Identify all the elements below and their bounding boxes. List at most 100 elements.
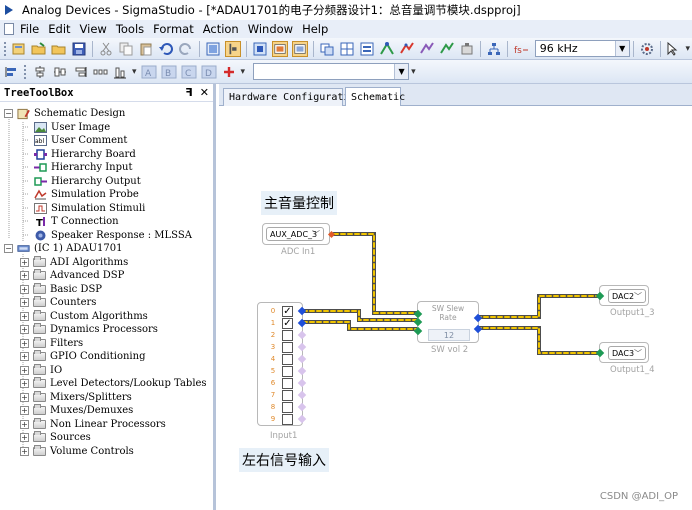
toolbar-overflow-icon[interactable]: ▾ [685, 43, 691, 54]
style-select[interactable]: ▼ [253, 63, 410, 80]
tree-category-muxes-demuxes[interactable]: + Muxes/Demuxes [20, 404, 133, 417]
tree-item-simulation-stimuli[interactable]: Simulation Stimuli [34, 202, 145, 215]
menu-edit[interactable]: Edit [48, 22, 71, 36]
tree-category-sources[interactable]: + Sources [20, 431, 91, 444]
channel-checkbox[interactable]: ✓ [282, 318, 293, 329]
expand-icon[interactable]: + [20, 366, 29, 375]
expand-icon[interactable]: + [20, 258, 29, 267]
collapse-icon[interactable]: − [4, 244, 13, 253]
copy-icon[interactable] [118, 41, 134, 57]
route-icon[interactable] [379, 41, 395, 57]
dac3-select[interactable]: DAC3 ﹀ [608, 346, 646, 360]
tree-category-non-linear-processors[interactable]: + Non Linear Processors [20, 418, 166, 431]
chevron-down-icon[interactable]: ﹀ [634, 349, 642, 358]
channel-checkbox[interactable] [282, 330, 293, 341]
channel-checkbox[interactable] [282, 378, 293, 389]
toolbar-grip[interactable] [23, 63, 27, 80]
menu-tools[interactable]: Tools [115, 22, 145, 36]
fill-color-c-icon[interactable]: C [181, 64, 197, 80]
tree-category-custom-algorithms[interactable]: + Custom Algorithms [20, 310, 148, 323]
redo-icon[interactable] [178, 41, 194, 57]
tab-schematic[interactable]: Schematic [345, 87, 405, 106]
menu-action[interactable]: Action [202, 22, 239, 36]
open-project-icon[interactable] [31, 41, 47, 57]
undo-icon[interactable] [158, 41, 174, 57]
schematic-canvas[interactable]: 主音量控制 AUX_ADC_3 ﹀ ADC In1 0 ✓ 1 ✓ 2 3 4 [219, 106, 692, 510]
dac2-select[interactable]: DAC2 ﹀ [608, 289, 646, 303]
expand-icon[interactable]: + [20, 312, 29, 321]
output-block-dac3[interactable]: DAC3 ﹀ [595, 342, 649, 363]
chevron-down-icon[interactable]: ▾ [240, 66, 246, 77]
tree-node-schematic-design[interactable]: − Schematic Design [4, 107, 125, 120]
menu-format[interactable]: Format [153, 22, 194, 36]
slew-rate-value[interactable]: 12 [428, 329, 470, 341]
sample-rate-select[interactable]: 96 kHz ▼ [534, 40, 630, 57]
settings-gear-icon[interactable] [639, 41, 655, 57]
tree-item-simulation-probe[interactable]: Simulation Probe [34, 188, 139, 201]
chevron-down-icon[interactable]: ▼ [394, 64, 409, 79]
align-right-icon[interactable] [72, 64, 88, 80]
toolbar-overflow-icon[interactable]: ▾ [411, 66, 416, 77]
grid-icon[interactable] [339, 41, 355, 57]
expand-icon[interactable]: + [20, 447, 29, 456]
probe-tool-icon[interactable] [459, 41, 475, 57]
expand-icon[interactable]: + [20, 285, 29, 294]
tree-item-hierarchy-board[interactable]: Hierarchy Board [34, 148, 136, 161]
tree-category-volume-controls[interactable]: + Volume Controls [20, 445, 134, 458]
expand-icon[interactable]: + [20, 433, 29, 442]
save-icon[interactable] [71, 41, 87, 57]
tab-hardware-configuration[interactable]: Hardware Configuration [223, 88, 361, 106]
tree-item-user-image[interactable]: User Image [34, 121, 110, 134]
input-block[interactable]: 0 ✓ 1 ✓ 2 3 4 5 6 7 8 [257, 302, 307, 426]
tree-category-counters[interactable]: + Counters [20, 296, 96, 309]
layout-icon[interactable] [205, 41, 221, 57]
tree-category-basic-dsp[interactable]: + Basic DSP [20, 283, 102, 296]
fill-color-b-icon[interactable]: B [161, 64, 177, 80]
fill-color-a-icon[interactable]: A [141, 64, 157, 80]
pin-icon[interactable]: ꟻ [185, 86, 193, 99]
chevron-down-icon[interactable]: ﹀ [634, 292, 642, 301]
new-project-icon[interactable] [11, 41, 27, 57]
expand-icon[interactable]: + [20, 352, 29, 361]
tree-category-io[interactable]: + IO [20, 364, 62, 377]
tree-category-advanced-dsp[interactable]: + Advanced DSP [20, 269, 124, 282]
open-folder-icon[interactable] [51, 41, 67, 57]
cut-icon[interactable] [98, 41, 114, 57]
duplicate-icon[interactable] [319, 41, 335, 57]
channel-checkbox[interactable] [282, 366, 293, 377]
collapse-icon[interactable]: − [4, 109, 13, 118]
toolbar-overflow-icon[interactable]: ▾ [132, 66, 137, 77]
adc-input-block[interactable]: AUX_ADC_3 ﹀ [262, 223, 336, 245]
expand-icon[interactable]: + [20, 271, 29, 280]
tree-item-hierarchy-input[interactable]: Hierarchy Input [34, 161, 132, 174]
align-bottom-icon[interactable] [112, 64, 128, 80]
tree-category-gpio-conditioning[interactable]: + GPIO Conditioning [20, 350, 145, 363]
link-compile-icon[interactable] [252, 41, 268, 57]
tree-category-filters[interactable]: + Filters [20, 337, 83, 350]
align-left-icon[interactable] [4, 64, 20, 80]
channel-checkbox[interactable] [282, 342, 293, 353]
expand-icon[interactable]: + [20, 325, 29, 334]
menu-help[interactable]: Help [302, 22, 329, 36]
wire-remove-icon[interactable] [419, 41, 435, 57]
tree-item-t-connection[interactable]: T T Connection [34, 215, 119, 228]
schematic-mode-icon[interactable] [225, 40, 242, 57]
menu-window[interactable]: Window [247, 22, 294, 36]
expand-icon[interactable]: + [20, 393, 29, 402]
wire-input1-to-sw[interactable] [301, 320, 419, 331]
channel-checkbox[interactable] [282, 402, 293, 413]
annotation-lr-input[interactable]: 左右信号输入 [239, 448, 329, 472]
channel-checkbox[interactable] [282, 354, 293, 365]
tree-category-mixers-splitters[interactable]: + Mixers/Splitters [20, 391, 132, 404]
expand-icon[interactable]: + [20, 420, 29, 429]
list-icon[interactable] [359, 41, 375, 57]
menu-file[interactable]: File [20, 22, 40, 36]
channel-checkbox[interactable] [282, 390, 293, 401]
annotation-master-volume[interactable]: 主音量控制 [261, 191, 337, 215]
channel-checkbox[interactable] [282, 414, 293, 425]
wire-adc-to-sw[interactable] [332, 232, 419, 315]
pointer-help-icon[interactable] [665, 41, 681, 57]
wire-sw-to-dac3[interactable] [475, 326, 599, 355]
add-plus-icon[interactable] [221, 64, 237, 80]
distribute-icon[interactable] [92, 64, 108, 80]
